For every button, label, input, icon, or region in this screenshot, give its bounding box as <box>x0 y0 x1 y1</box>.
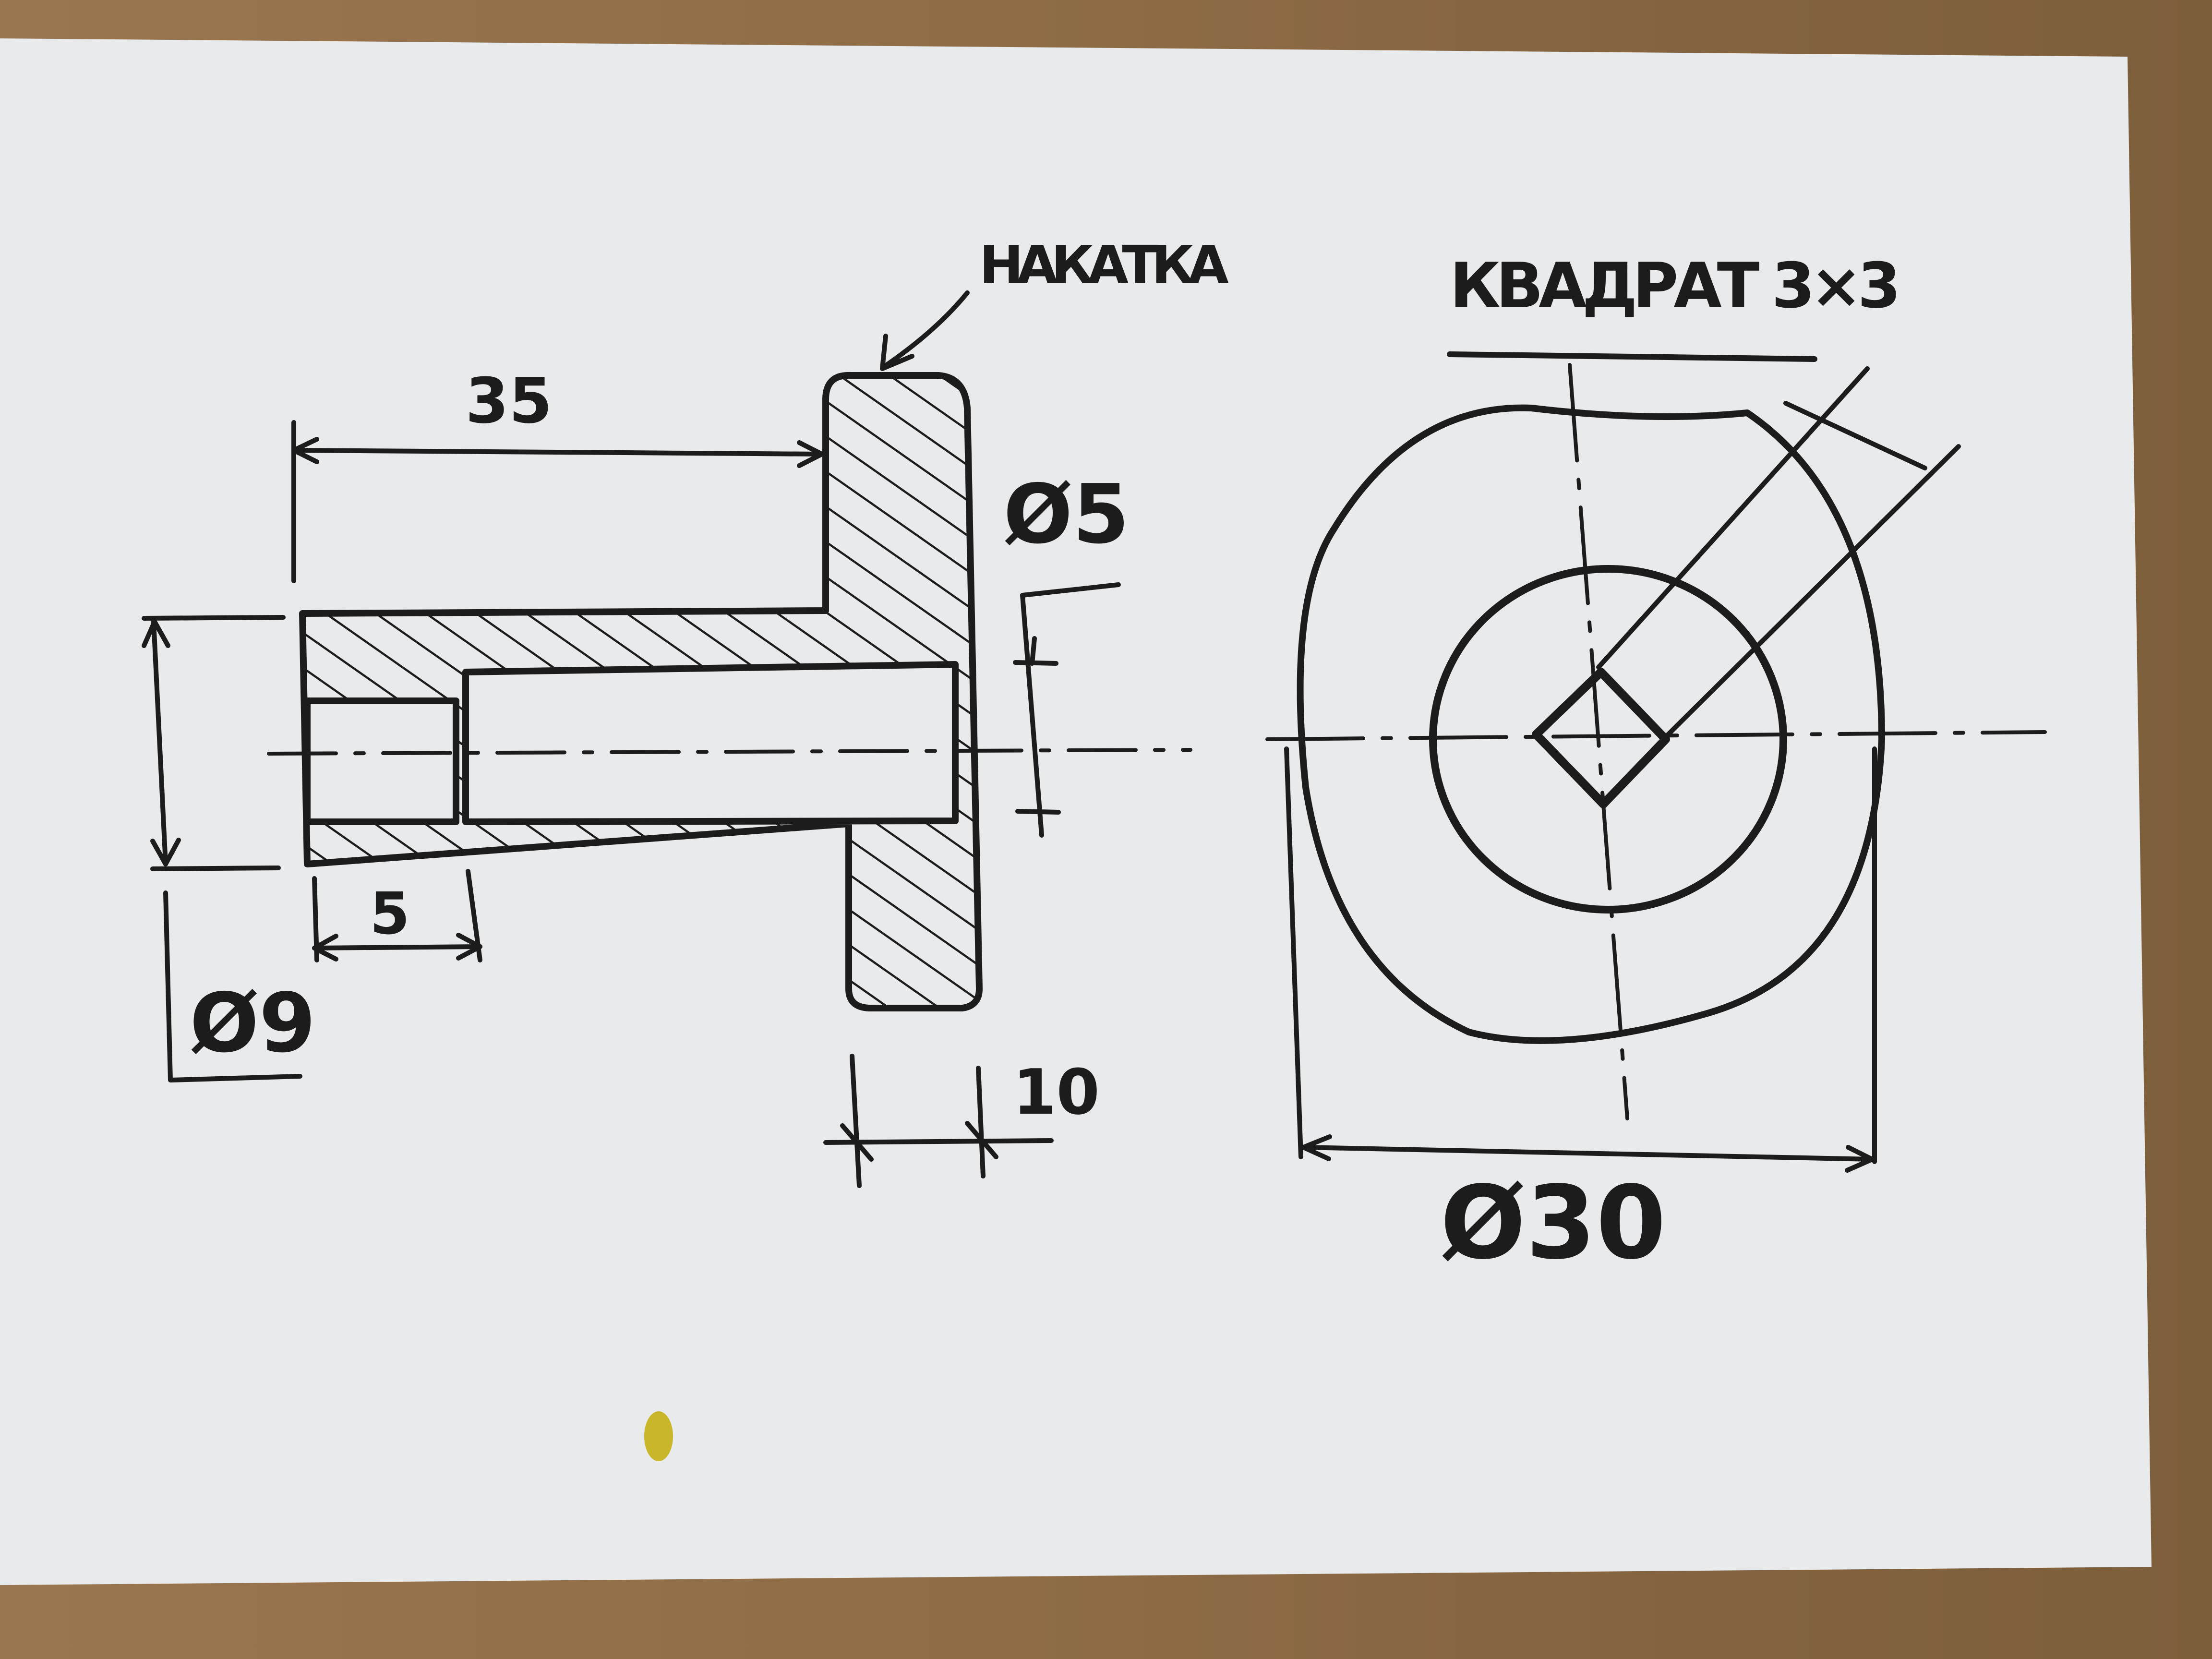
square-label: КВАДРАТ 3×3 <box>1450 249 1901 322</box>
dimension-dia-30: Ø30 <box>1284 746 1877 1282</box>
dimension-dia-9: Ø9 <box>142 615 316 1082</box>
dim-10-label: 10 <box>1013 1056 1100 1129</box>
knurl-label: НАКАТКА <box>979 234 1229 296</box>
dia-5-label: Ø5 <box>1003 467 1130 562</box>
dia-9-label: Ø9 <box>190 976 316 1071</box>
horizontal-centerline <box>1265 730 2047 741</box>
dimension-35: 35 <box>291 364 824 583</box>
vertical-centerline <box>1568 363 1629 1120</box>
dimension-5: 5 <box>312 869 482 962</box>
knurl-leader: НАКАТКА <box>880 234 1229 371</box>
end-view: КВАДРАТ 3×3 Ø30 <box>1265 249 2047 1282</box>
yellow-stain <box>644 1411 673 1461</box>
axis-centerline <box>267 748 1192 756</box>
section-view: 35 НАКАТКА Ø5 Ø9 <box>142 234 1229 1188</box>
paper-sheet <box>0 38 2152 1585</box>
dimension-10: 10 <box>823 1054 1100 1188</box>
square-leader-2 <box>1663 444 1961 739</box>
dim-35-label: 35 <box>466 364 553 437</box>
top-tangent-line <box>1447 351 1817 362</box>
dimension-dia-5: Ø5 <box>1003 467 1130 838</box>
outer-circle <box>1297 404 1885 1044</box>
square-leader-3 <box>1783 401 1927 470</box>
hatched-part-body <box>299 372 983 1011</box>
dia-30-label: Ø30 <box>1440 1164 1666 1282</box>
dim-5-label: 5 <box>370 881 410 948</box>
